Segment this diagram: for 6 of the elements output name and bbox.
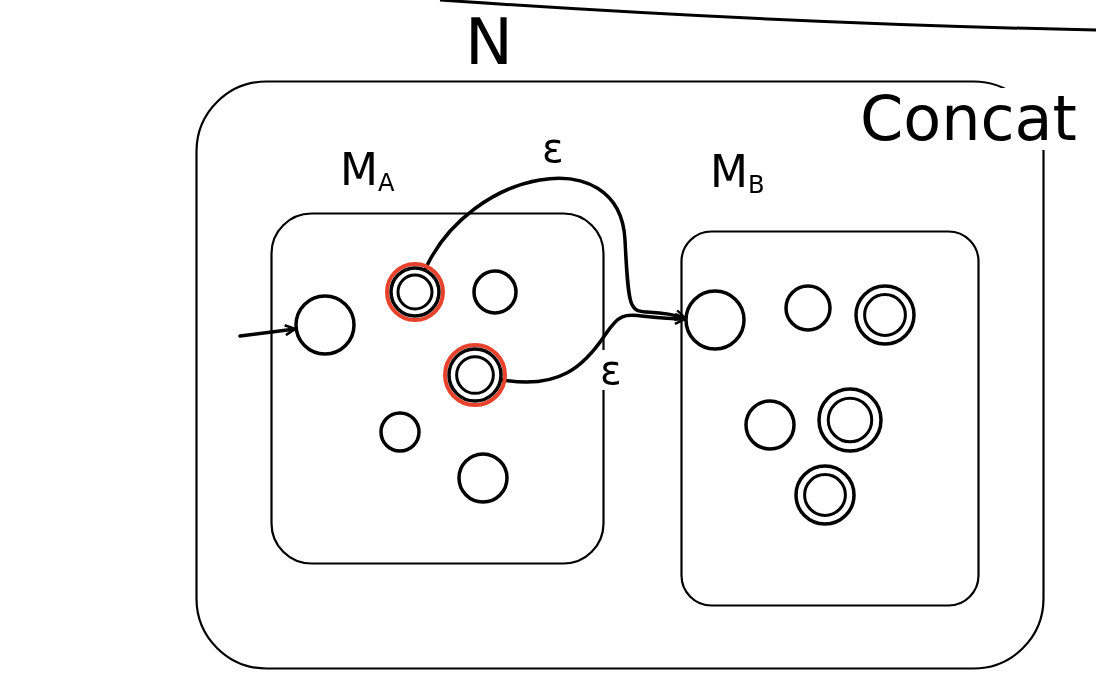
highlighted-accept-state [383,260,447,324]
machine-label: M$_{B}$ [710,150,765,194]
machine-label: N [465,10,513,74]
operation-label: Concat [860,88,1077,150]
machine-label: M$_{A}$ [340,148,395,192]
highlighted-accept-state [441,341,509,409]
